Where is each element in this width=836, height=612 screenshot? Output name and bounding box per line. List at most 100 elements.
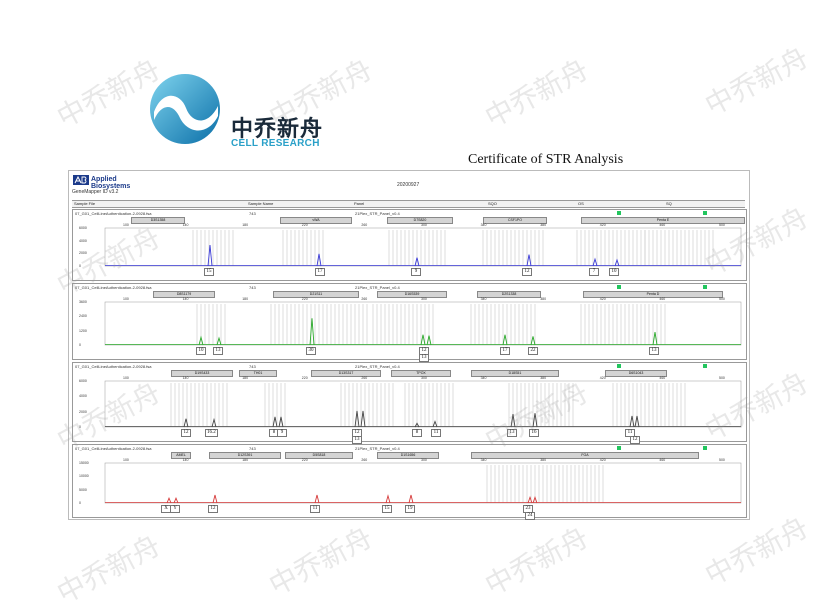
applied-biosystems-logo-icon <box>73 175 89 185</box>
column-header: SQ <box>666 201 672 206</box>
certificate-title: Certificate of STR Analysis <box>468 152 624 167</box>
trace-peak <box>420 334 426 346</box>
x-axis-tick-label: 260 <box>361 458 368 462</box>
y-axis-tick-label: 0 <box>79 264 81 268</box>
panel-name: 21Plex_STR_Panel_v0.4 <box>355 285 400 290</box>
x-axis-tick-label: 460 <box>659 376 666 380</box>
allele-call-label: 12 <box>208 505 218 513</box>
x-axis-tick-label: 180 <box>242 458 249 462</box>
trace-peak <box>166 497 172 504</box>
x-axis-tick-label: 180 <box>242 376 249 380</box>
plot-frame <box>104 301 742 346</box>
y-axis-tick-label: 4000 <box>79 394 87 399</box>
panel-sample-info: 07_G01_CellLineAuthentication-2-0928.fsa… <box>73 445 746 451</box>
x-axis-tick-label: 420 <box>599 376 606 380</box>
trace-peak <box>173 497 179 504</box>
watermark-text: 中乔新舟 <box>479 52 594 135</box>
x-axis-tick-label: 380 <box>540 458 547 462</box>
allele-call-label: 12 <box>522 268 532 276</box>
sample-file: 07_G01_CellLineAuthentication-2-0928.fsa <box>75 211 152 216</box>
x-axis-tick-label: 140 <box>182 458 189 462</box>
panel-sample-info: 07_G01_CellLineAuthentication-2-0928.fsa… <box>73 363 746 369</box>
panel-name: 21Plex_STR_Panel_v0.4 <box>355 446 400 451</box>
locus-marker: D1S1656 <box>377 452 439 459</box>
locus-marker: D16S539 <box>377 291 447 298</box>
x-axis-tick-label: 460 <box>659 223 666 227</box>
trace-peak <box>532 413 538 428</box>
electropherogram-plot <box>104 301 742 346</box>
quality-flag-sqo <box>617 364 621 368</box>
trace-peak <box>426 335 432 346</box>
x-axis-tick-label: 500 <box>719 376 725 380</box>
vendor-name: Applied Biosystems <box>91 176 130 190</box>
x-axis-tick-label: 180 <box>242 297 249 301</box>
panel-name: 21Plex_STR_Panel_v0.4 <box>355 211 400 216</box>
allele-call-label: 10 <box>196 347 206 355</box>
sample-name: 743 <box>249 211 256 216</box>
trace-peak <box>634 415 640 428</box>
locus-marker: D19S433 <box>171 370 233 377</box>
x-axis-tick-label: 220 <box>301 297 308 301</box>
y-axis-tick-label: 1200 <box>79 328 87 333</box>
x-axis-tick-label: 300 <box>421 297 427 301</box>
locus-marker: D18S51 <box>471 370 559 377</box>
quality-flag-sq <box>703 364 707 368</box>
trace-peak <box>272 416 278 428</box>
x-axis-tick-label: 220 <box>301 376 308 380</box>
allele-call-label: 10 <box>609 268 619 276</box>
plot-frame <box>104 227 742 267</box>
trace-peak <box>385 494 391 504</box>
x-axis-tick-label: 340 <box>480 458 487 462</box>
trace-peak <box>207 245 213 267</box>
allele-call-label: 12 <box>181 429 191 437</box>
locus-marker: D12S391 <box>209 452 281 459</box>
brand-name-chinese: 中乔新舟 <box>231 117 324 142</box>
trace-peak <box>414 257 420 267</box>
locus-marker: D2S1338 <box>477 291 541 298</box>
allele-call-label: 13 <box>507 429 517 437</box>
watermark-text: 中乔新舟 <box>51 528 166 611</box>
allele-call-label: 16 <box>529 429 539 437</box>
y-axis-tick-label: 3600 <box>79 300 87 304</box>
locus-marker: Penta D <box>583 291 723 298</box>
allele-call-label: 8 <box>412 429 422 437</box>
trace-peak <box>629 415 635 428</box>
electropherogram-panel: 07_G01_CellLineAuthentication-2-0928.fsa… <box>72 362 747 444</box>
y-axis-tick-label: 2000 <box>79 251 87 256</box>
allele-call-label: 12 <box>630 436 640 444</box>
panel-sample-info: 07_G01_CellLineAuthentication-2-0928.fsa… <box>73 210 746 216</box>
locus-marker: Penta E <box>581 217 745 224</box>
trace-peak <box>432 420 438 428</box>
locus-marker: TH01 <box>239 370 277 377</box>
locus-marker: TPOX <box>391 370 451 377</box>
locus-marker: vWA <box>280 217 352 224</box>
watermark-text: 中乔新舟 <box>699 40 814 123</box>
trace-peak <box>360 410 366 428</box>
locus-marker: D6S1043 <box>605 370 667 377</box>
y-axis-tick-label: 15000 <box>79 461 89 465</box>
column-header: Panel <box>354 201 365 206</box>
trace-peak <box>502 334 508 346</box>
trace-peak <box>614 258 620 267</box>
trace-peak <box>216 336 222 346</box>
y-axis-tick-label: 2400 <box>79 314 87 319</box>
trace-peak <box>354 410 360 428</box>
allele-call-label: 24 <box>525 512 535 520</box>
allele-call-label: 13 <box>419 354 429 362</box>
sample-name: 743 <box>249 364 256 369</box>
software-version: GeneMapper ID v3.2 <box>72 189 119 195</box>
trace-peak <box>530 336 536 346</box>
y-axis-tick-label: 0 <box>79 343 81 347</box>
quality-flag-sq <box>703 211 707 215</box>
x-axis-tick-label: 380 <box>540 376 547 380</box>
trace-peak <box>414 422 420 428</box>
electropherogram-panel: 07_G01_CellLineAuthentication-2-0928.fsa… <box>72 283 747 362</box>
locus-marker: CSF1PO <box>483 217 547 224</box>
locus-marker: D3S1358 <box>131 217 185 224</box>
quality-flag-sq <box>703 285 707 289</box>
allele-call-label: 15 <box>204 268 214 276</box>
sample-name: 743 <box>249 285 256 290</box>
trace-peak <box>198 335 204 346</box>
cell-research-logo <box>150 74 220 144</box>
x-axis-tick-label: 500 <box>719 458 725 462</box>
